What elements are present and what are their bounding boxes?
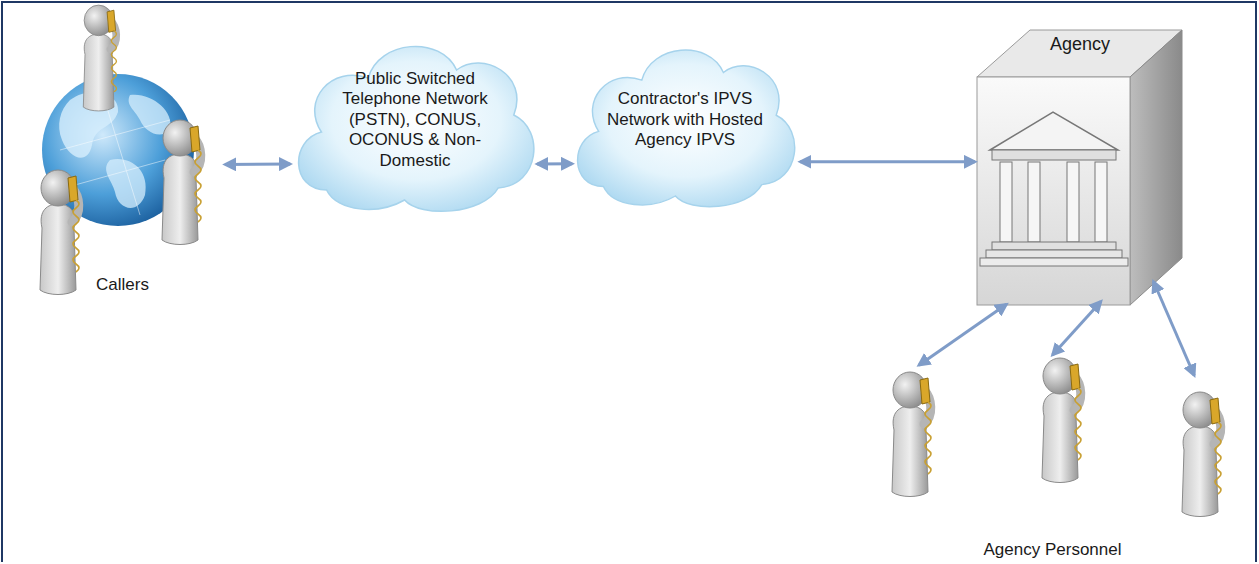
personnel-group: Agency Personnel: [850, 355, 1255, 560]
cloud-label: Contractor's IPVS Network with Hosted Ag…: [600, 89, 770, 150]
node-label: Callers: [93, 275, 152, 295]
agency-building: Agency: [975, 25, 1185, 310]
double-arrow: [225, 163, 290, 167]
node-label: Agency: [1050, 34, 1110, 55]
double-arrow: [919, 304, 1007, 365]
double-arrow: [1154, 282, 1195, 376]
network-cloud: Public Switched Telephone Network (PSTN)…: [285, 20, 545, 220]
node-label: Agency Personnel: [981, 540, 1125, 560]
double-arrow: [1053, 301, 1102, 355]
network-cloud: Contractor's IPVS Network with Hosted Ag…: [565, 25, 805, 215]
cloud-label: Public Switched Telephone Network (PSTN)…: [330, 69, 500, 171]
double-arrow: [800, 160, 975, 163]
double-arrow: [537, 162, 572, 165]
callers-group: Callers: [20, 5, 225, 295]
